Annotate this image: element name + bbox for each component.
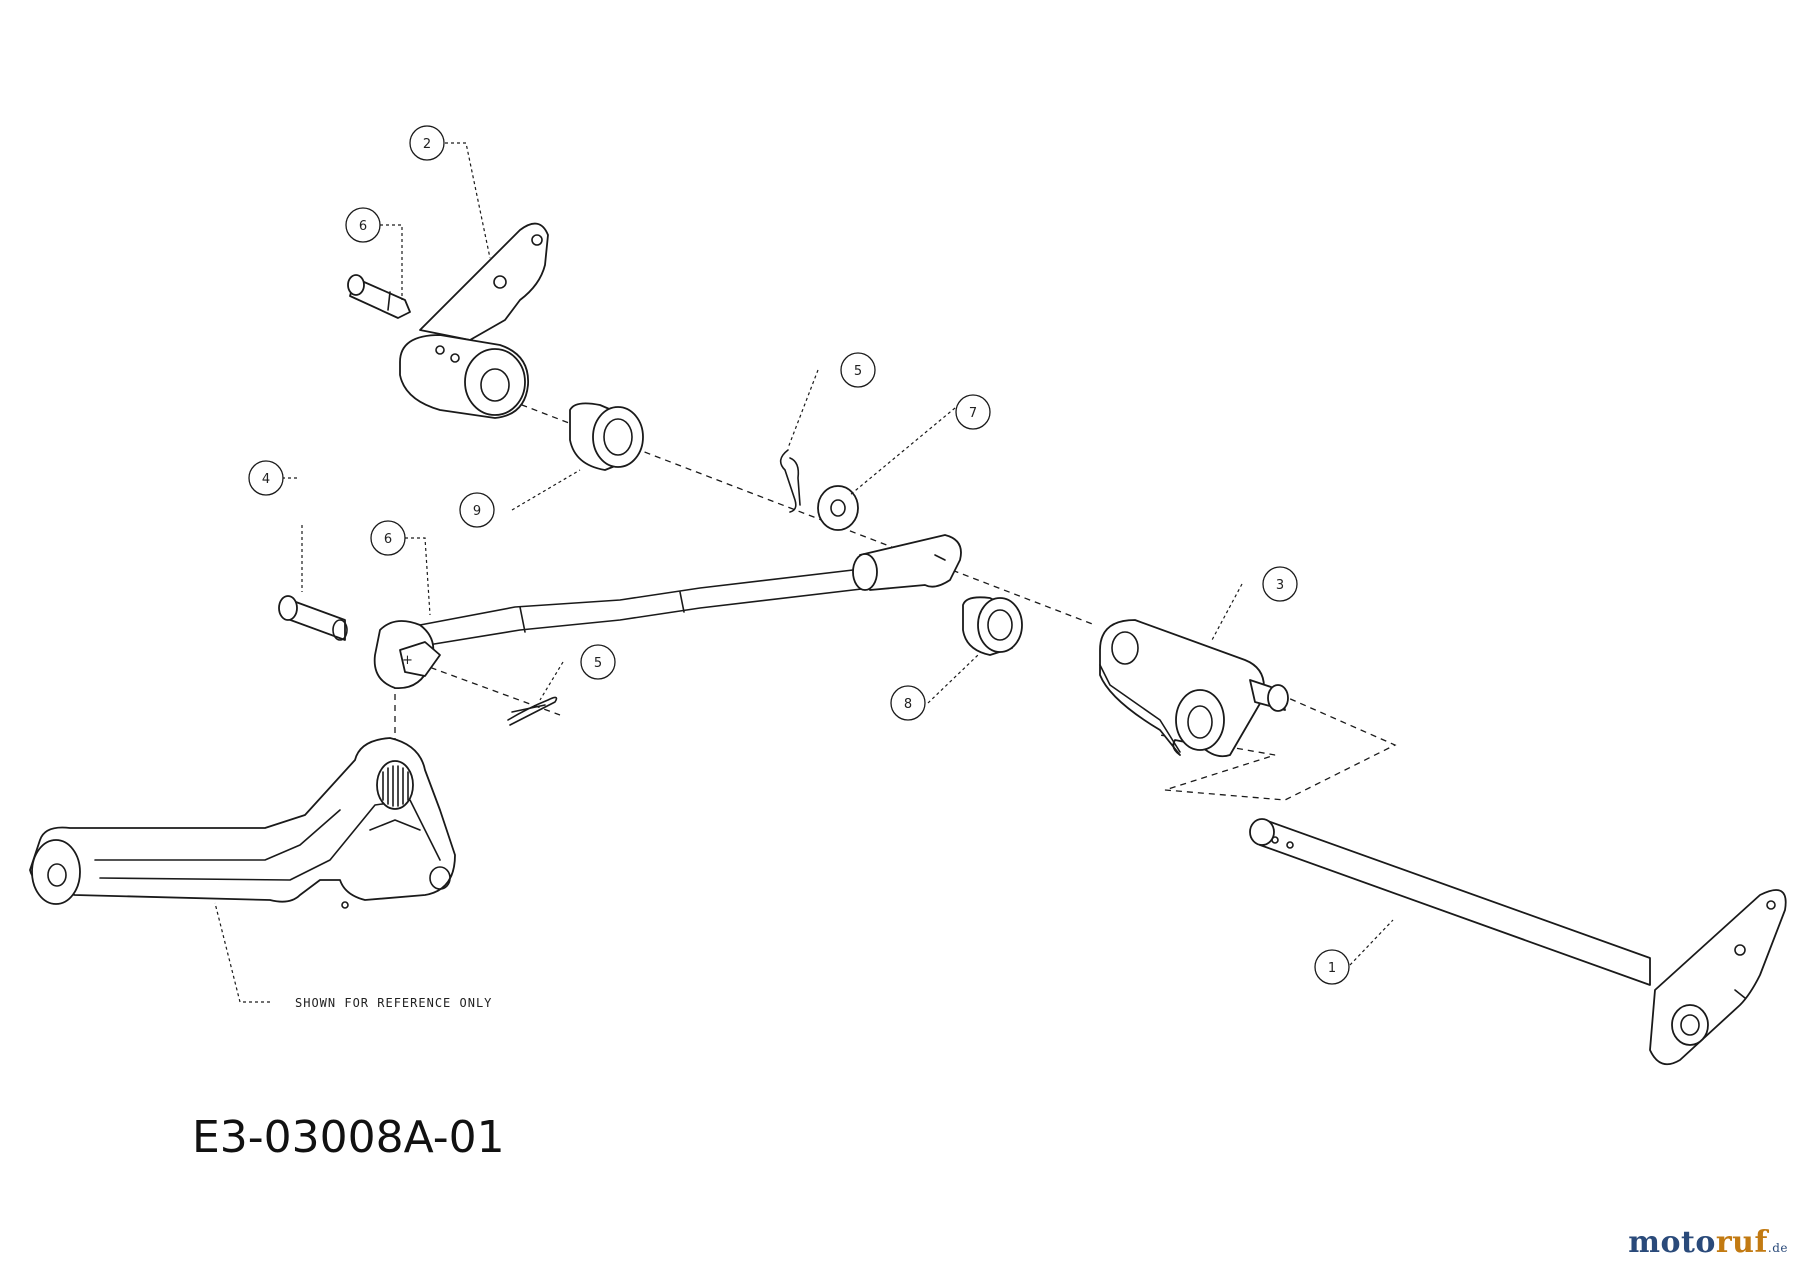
drawing-number: E3-03008A-01	[192, 1112, 505, 1163]
reference-note: SHOWN FOR REFERENCE ONLY	[295, 996, 492, 1010]
callouts: 2 6 5 7 9 4 6 5	[248, 125, 1350, 985]
callout-4: 4	[248, 460, 284, 496]
watermark-part-b: ruf	[1715, 1225, 1768, 1260]
washer-part-7	[817, 485, 859, 531]
svg-text:6: 6	[384, 532, 392, 547]
callout-6-lower: 6	[370, 520, 406, 556]
svg-text:1: 1	[1328, 961, 1336, 976]
svg-text:4: 4	[262, 472, 270, 487]
svg-text:9: 9	[473, 504, 481, 519]
watermark-logo: motoruf.de	[1628, 1225, 1788, 1260]
callout-5-upper: 5	[840, 352, 876, 388]
callout-1: 1	[1314, 949, 1350, 985]
lever-bracket-part-2	[399, 222, 549, 419]
watermark-tld: .de	[1767, 1241, 1788, 1255]
callout-6-upper: 6	[345, 207, 381, 243]
bushing-part-8	[962, 596, 1023, 656]
callout-9: 9	[459, 492, 495, 528]
svg-text:5: 5	[854, 364, 862, 379]
bushing-part-9	[569, 402, 644, 471]
svg-text:3: 3	[1276, 578, 1284, 593]
hairpin-cotter-part-5-lower	[507, 696, 558, 726]
callout-leaders	[214, 142, 1394, 1003]
link-rod-part-6-lower: +	[373, 534, 962, 689]
svg-text:7: 7	[969, 406, 977, 421]
callout-5-lower: 5	[580, 644, 616, 680]
svg-text:+: +	[402, 653, 413, 668]
svg-text:2: 2	[423, 137, 431, 152]
svg-text:8: 8	[904, 697, 912, 712]
lever-bracket-part-3	[1099, 619, 1289, 758]
svg-text:5: 5	[594, 656, 602, 671]
spline-hub-icon	[382, 765, 409, 807]
callout-7: 7	[955, 394, 991, 430]
callout-8: 8	[890, 685, 926, 721]
svg-text:6: 6	[359, 219, 367, 234]
crossshaft-part-1	[1249, 818, 1787, 1066]
pin-part-6-upper	[347, 274, 411, 319]
watermark-part-a: moto	[1628, 1225, 1716, 1260]
clevis-pin-part-4	[278, 595, 348, 641]
callout-2: 2	[409, 125, 445, 161]
callout-3: 3	[1262, 566, 1298, 602]
hairpin-cotter-part-5-upper	[779, 449, 801, 513]
reference-pedal-arm	[29, 737, 456, 909]
